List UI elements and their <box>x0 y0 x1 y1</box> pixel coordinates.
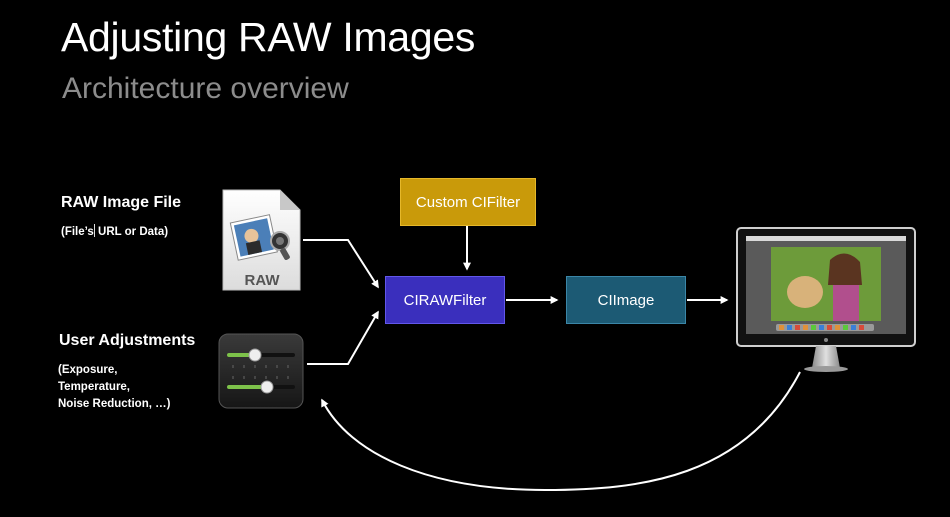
user-adjustments-label: User Adjustments <box>59 332 196 349</box>
arrow-adjustments-to-rawfilter <box>307 310 379 365</box>
raw-file-detail-suffix: URL or Data) <box>94 226 169 238</box>
sliders-icon <box>218 333 304 409</box>
adjustment-detail: (Exposure, <box>58 364 118 376</box>
flow-arrows <box>303 226 801 492</box>
arrow-feedback-loop <box>321 371 801 492</box>
custom-cifilter-label: Custom CIFilter <box>415 193 521 211</box>
cirawfilter-label: CIRAWFilter <box>403 291 487 309</box>
text-cursor <box>93 224 95 237</box>
cirawfilter-node: CIRAWFilter <box>385 276 505 324</box>
custom-cifilter-node: Custom CIFilter <box>400 178 536 226</box>
raw-file-label: RAW Image File <box>61 194 182 211</box>
user-adjustments-details: (Exposure, Temperature, Noise Reduction,… <box>58 362 170 413</box>
ciimage-node: CIImage <box>566 276 686 324</box>
raw-file-detail: (File’s URL or Data) <box>61 224 168 241</box>
arrow-raw-file-to-rawfilter <box>303 239 379 289</box>
ciimage-label: CIImage <box>597 291 655 309</box>
slide-subtitle: Architecture overview <box>62 72 349 105</box>
display-icon <box>736 227 916 372</box>
adjustment-detail: Noise Reduction, …) <box>58 398 171 410</box>
adjustment-detail: Temperature, <box>58 381 131 393</box>
raw-document-icon <box>222 189 301 291</box>
raw-file-detail-prefix: (File’s <box>61 226 94 238</box>
raw-icon-text: RAW <box>245 272 281 289</box>
slide-title: Adjusting RAW Images <box>61 14 476 60</box>
